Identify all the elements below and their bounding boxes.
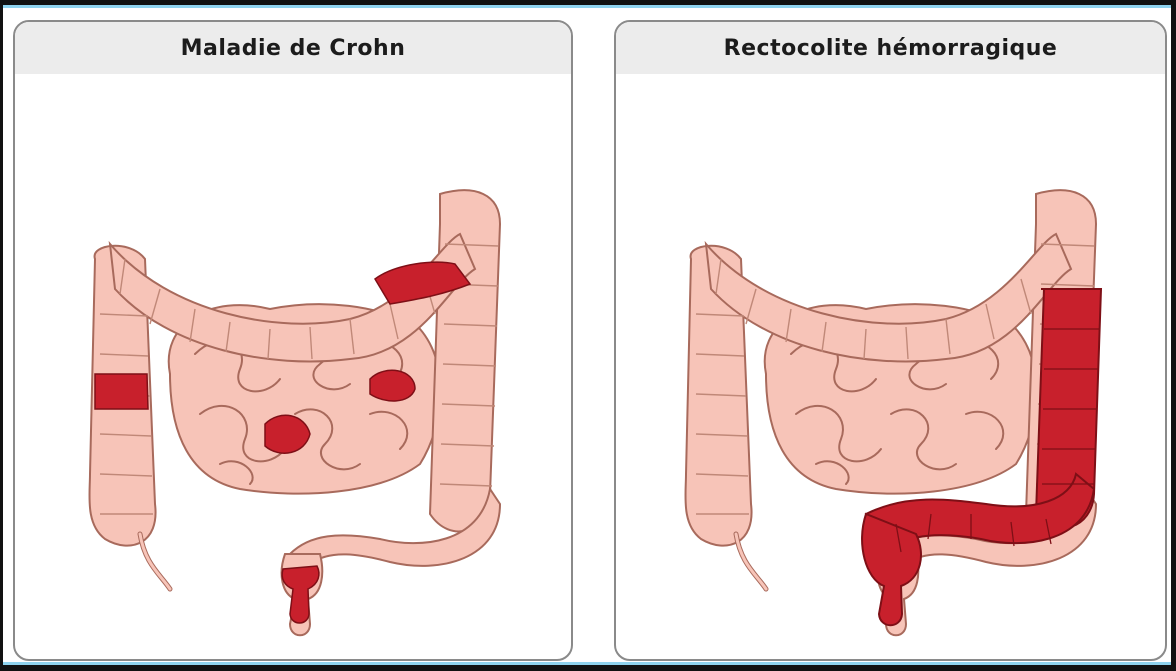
intestine-illustration-rch: [616, 74, 1165, 659]
panel-crohn: Maladie de Crohn: [13, 20, 573, 661]
accent-line-bottom: [3, 662, 1171, 665]
panel-title-crohn: Maladie de Crohn: [15, 22, 571, 74]
intestine-illustration-crohn: [15, 74, 571, 659]
crohn-lesion-ascending: [95, 374, 148, 409]
panel-rch: Rectocolite hémorragique: [614, 20, 1167, 661]
accent-line-top: [3, 5, 1171, 8]
crohn-lesion-small-intestine-right: [370, 370, 415, 401]
panel-title-rch: Rectocolite hémorragique: [616, 22, 1165, 74]
